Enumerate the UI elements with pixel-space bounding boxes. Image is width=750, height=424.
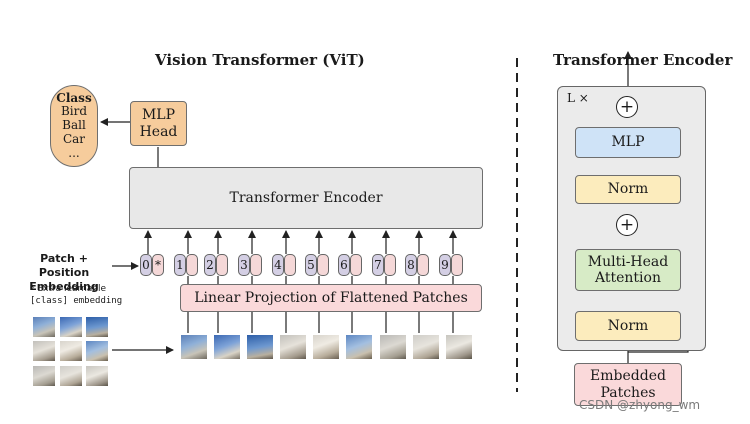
- layer-repeat-label: L ×: [567, 91, 589, 105]
- class-item: Car: [62, 131, 86, 146]
- image-patch-icon: [279, 334, 307, 360]
- position-token: 0: [140, 254, 152, 276]
- patch-position-line: Patch + Position: [38, 252, 90, 279]
- position-token: 2: [204, 254, 216, 276]
- add-icon: +: [616, 214, 638, 236]
- image-patch-icon: [213, 334, 241, 360]
- patch-token: [417, 254, 429, 276]
- mlp-head-box: MLP Head: [130, 101, 187, 146]
- patch-position-line: Embedding: [29, 279, 99, 293]
- position-token: 6: [338, 254, 350, 276]
- position-token: 5: [305, 254, 317, 276]
- image-patch-icon: [345, 334, 373, 360]
- image-patch-icon: [445, 334, 473, 360]
- position-token: 9: [439, 254, 451, 276]
- image-patch-icon: [312, 334, 340, 360]
- position-token: 8: [405, 254, 417, 276]
- encoder-detail-title: Transformer Encoder: [553, 51, 733, 69]
- image-patch-icon: [59, 365, 83, 387]
- class-output-box: Class Bird Ball Car ...: [50, 85, 98, 167]
- attention-line: Multi-Head: [587, 253, 669, 270]
- image-patch-icon: [85, 316, 109, 338]
- class-title: Class: [56, 90, 92, 105]
- mlp-head-line: Head: [139, 123, 178, 140]
- patch-token: [186, 254, 198, 276]
- embedded-patches-box: Embedded Patches: [574, 363, 682, 406]
- embedded-line: Embedded: [590, 368, 666, 385]
- image-patch-icon: [59, 340, 83, 362]
- class-token: *: [152, 254, 164, 276]
- multi-head-attention-block: Multi-Head Attention: [575, 249, 681, 291]
- image-patch-icon: [32, 365, 56, 387]
- patch-token: [317, 254, 329, 276]
- extra-embedding-note: * Extra learnable [class] embedding: [30, 284, 122, 307]
- image-patch-icon: [246, 334, 274, 360]
- attention-line: Attention: [595, 270, 661, 286]
- extra-note-line: * Extra learnable: [30, 284, 107, 294]
- watermark: CSDN @zhyong_wm: [579, 398, 701, 412]
- class-item: Bird: [60, 104, 88, 119]
- patch-token: [350, 254, 362, 276]
- position-token: 4: [272, 254, 284, 276]
- mlp-head-line: MLP: [141, 107, 176, 124]
- position-token: 7: [372, 254, 384, 276]
- patch-token: [384, 254, 396, 276]
- image-patch-icon: [32, 316, 56, 338]
- image-patch-icon: [85, 340, 109, 362]
- image-patch-icon: [412, 334, 440, 360]
- vit-title: Vision Transformer (ViT): [155, 51, 365, 69]
- norm-block-top: Norm: [575, 175, 681, 204]
- position-token: 1: [174, 254, 186, 276]
- position-token: 3: [238, 254, 250, 276]
- patch-position-label: Patch + Position Embedding: [14, 252, 114, 293]
- patch-token: [284, 254, 296, 276]
- patch-token: [250, 254, 262, 276]
- patch-token: [216, 254, 228, 276]
- image-patch-icon: [379, 334, 407, 360]
- class-item: Ball: [62, 118, 86, 133]
- norm-block-bottom: Norm: [575, 311, 681, 341]
- add-icon: +: [616, 96, 638, 118]
- extra-note-line: [class] embedding: [30, 295, 123, 306]
- image-patch-icon: [32, 340, 56, 362]
- embedded-line: Patches: [600, 384, 656, 401]
- transformer-encoder-block: Transformer Encoder: [129, 167, 483, 229]
- image-patch-icon: [85, 365, 109, 387]
- linear-projection-block: Linear Projection of Flattened Patches: [180, 284, 482, 312]
- mlp-block: MLP: [575, 127, 681, 158]
- image-patch-icon: [59, 316, 83, 338]
- class-item: ...: [68, 145, 80, 160]
- image-patch-icon: [180, 334, 208, 360]
- patch-token: [451, 254, 463, 276]
